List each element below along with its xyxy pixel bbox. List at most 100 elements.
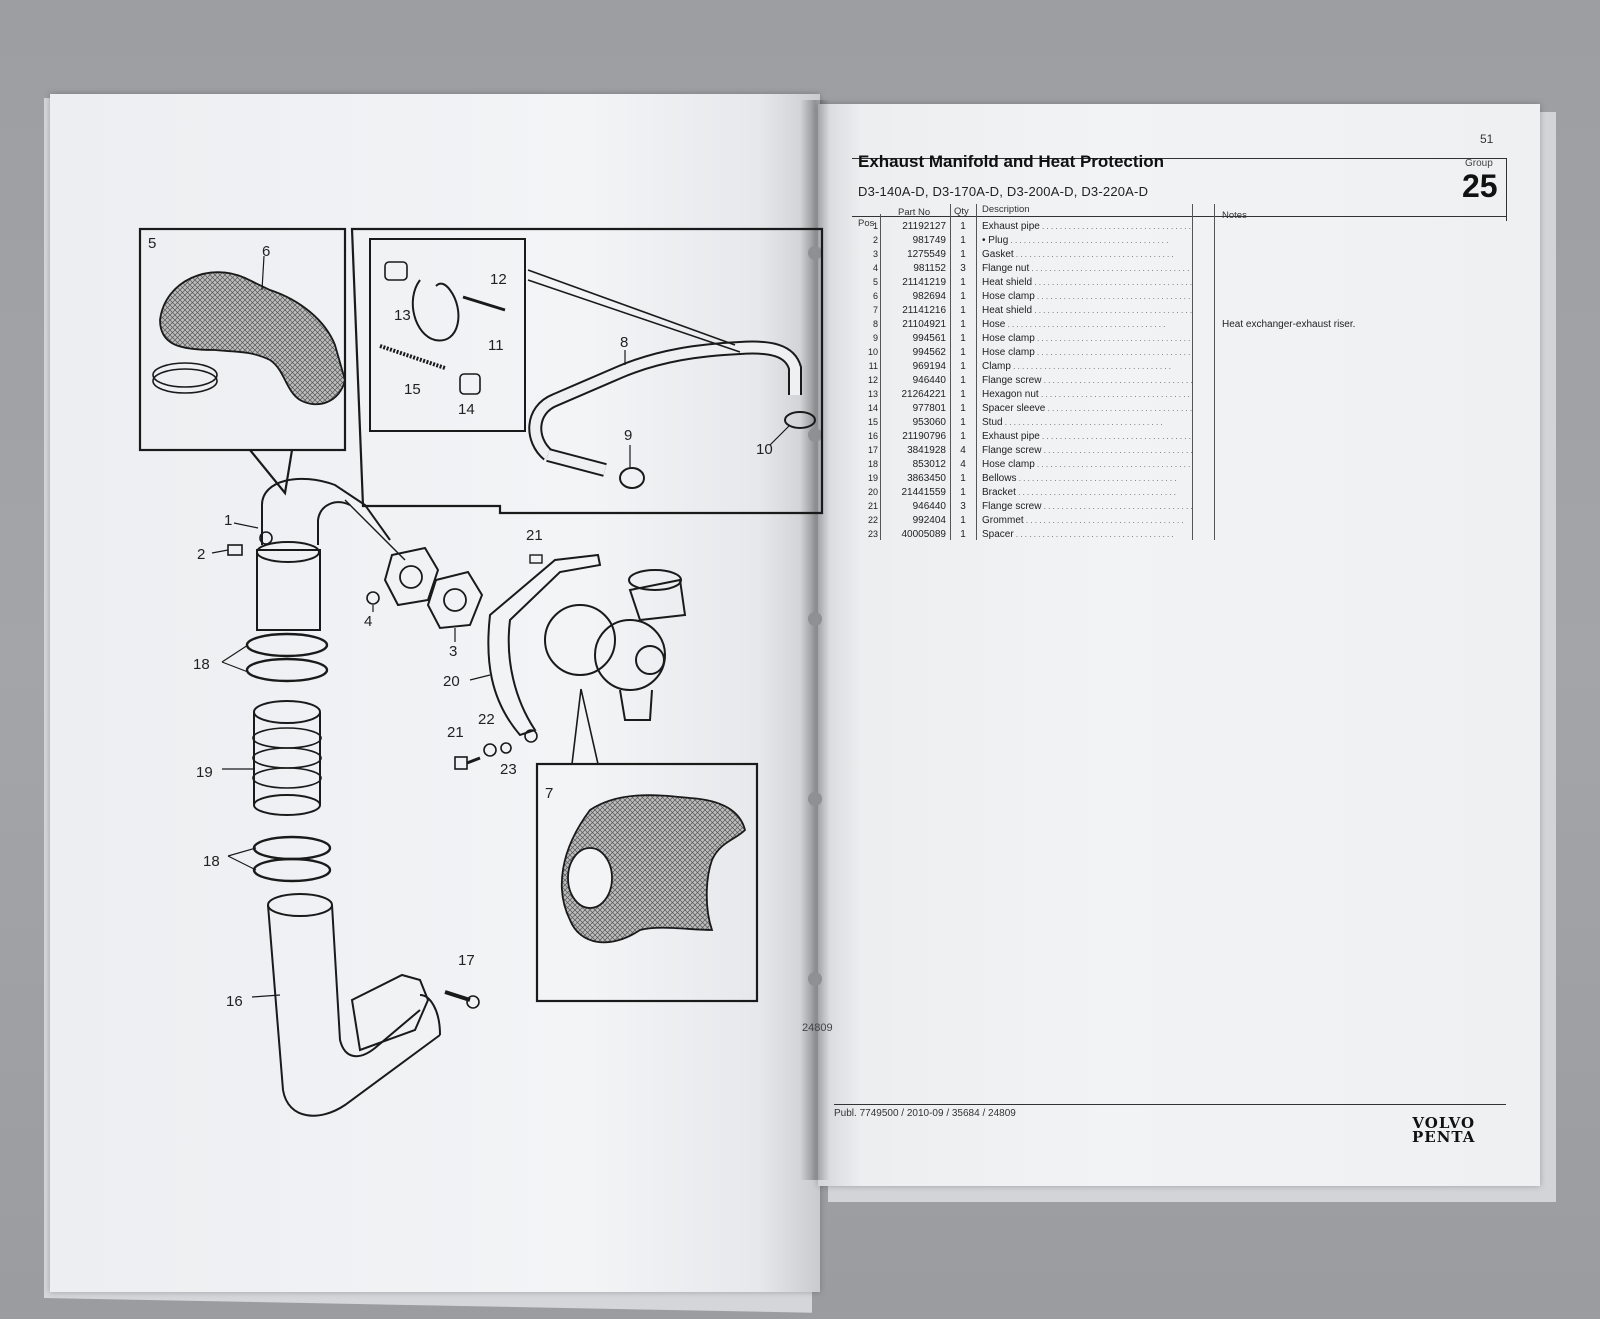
cell-pos: 4 [872,263,878,273]
page-number: 51 [1480,132,1494,146]
column-divider [1214,204,1215,540]
cell-part-no: 21441559 [901,487,947,498]
cell-part-no: 981749 [912,235,946,246]
cell-qty: 4 [960,459,966,470]
figure-id: 24809 [802,1022,833,1034]
svg-text:8: 8 [620,334,628,351]
cell-description: Exhaust pipe [982,221,1192,232]
cell-description: Bellows [982,473,1192,484]
cell-part-no: 3841928 [907,445,946,456]
cell-qty: 1 [960,375,966,386]
cell-qty: 1 [960,305,966,316]
cell-pos: 5 [872,277,878,287]
cell-description: Flange nut [982,263,1192,274]
inset-heat-shield-5 [138,227,347,452]
punch-hole [808,246,822,260]
cell-pos: 7 [872,305,878,315]
cell-pos: 6 [872,291,878,301]
punch-hole [808,428,822,442]
svg-text:23: 23 [500,761,517,778]
cell-description: Stud [982,417,1192,428]
cell-qty: 3 [960,263,966,274]
cell-part-no: 981152 [913,263,946,274]
engine-models: D3-140A-D, D3-170A-D, D3-200A-D, D3-220A… [858,184,1149,199]
svg-text:4: 4 [364,613,372,630]
cell-description: Hexagon nut [982,389,1192,400]
group-number: 25 [1462,168,1498,204]
cell-part-no: 21104921 [902,319,946,330]
cell-qty: 1 [960,319,966,330]
logo-line-2: PENTA [1412,1128,1476,1146]
cell-description: Heat shield [982,277,1192,288]
page-title: Exhaust Manifold and Heat Protection [858,152,1165,171]
punch-hole [808,792,822,806]
cell-description: Flange screw [982,375,1192,386]
cell-qty: 1 [960,431,966,442]
cell-pos: 19 [867,473,878,483]
cell-pos: 3 [872,249,878,259]
svg-text:19: 19 [196,764,213,781]
cell-part-no: 21190796 [902,431,946,442]
cell-pos: 12 [867,375,878,385]
footer-divider [834,1104,1506,1105]
cell-pos: 18 [867,459,878,469]
cell-part-no: 21141216 [902,305,946,316]
svg-text:21: 21 [526,527,543,544]
column-divider [976,204,977,540]
cell-qty: 1 [960,389,966,400]
col-header-notes: Notes [1222,210,1247,221]
cell-part-no: 3863450 [907,473,946,484]
cell-part-no: 1275549 [907,249,946,260]
svg-text:5: 5 [148,235,156,252]
column-divider [880,214,881,540]
cell-description: Hose clamp [982,291,1192,302]
cell-part-no: 40005089 [901,529,947,540]
punch-hole [808,972,822,986]
cell-qty: 1 [960,487,966,498]
svg-text:1: 1 [224,512,232,529]
svg-text:16: 16 [226,993,243,1010]
cell-qty: 1 [960,249,966,260]
inset-clamp-detail [369,238,526,432]
svg-text:18: 18 [203,853,220,870]
column-divider [1192,204,1193,540]
svg-text:21: 21 [447,724,464,741]
svg-text:9: 9 [624,427,632,444]
svg-text:10: 10 [756,441,773,458]
cell-qty: 1 [960,417,966,428]
svg-text:11: 11 [488,337,504,354]
cell-description: Bracket [982,487,1192,498]
cell-pos: 20 [867,487,878,497]
cell-notes: Heat exchanger-exhaust riser. [1222,319,1356,330]
cell-part-no: 21192127 [902,221,946,232]
logo-line-1: VOLVO [1412,1114,1476,1132]
col-header-part-no: Part No [898,207,931,218]
col-header-pos: Pos [858,218,875,229]
cell-description: Gasket [982,249,1192,260]
cell-qty: 1 [960,291,966,302]
cell-description: Hose clamp [982,459,1192,470]
cell-description: • Plug [982,235,1192,246]
cell-part-no: 953060 [912,417,946,428]
cell-part-no: 969194 [912,361,946,372]
svg-text:7: 7 [545,785,553,802]
cell-description: Hose [982,319,1192,330]
cell-qty: 3 [960,501,966,512]
table-header-divider [852,216,1506,217]
cell-pos: 10 [867,347,878,357]
cell-qty: 1 [960,221,966,232]
volvo-penta-logo: VOLVO PENTA [1412,1114,1476,1146]
group-label: Group [1465,158,1493,169]
cell-part-no: 946440 [912,375,946,386]
cell-qty: 1 [960,347,966,358]
svg-text:13: 13 [394,307,411,324]
svg-text:2: 2 [197,546,205,563]
col-header-description: Description [982,204,1030,215]
col-header-qty: Qty [954,206,969,217]
cell-part-no: 994562 [912,347,946,358]
column-divider [950,204,951,540]
punch-hole [808,612,822,626]
cell-pos: 23 [867,529,878,539]
cell-description: Flange screw [982,501,1192,512]
svg-text:22: 22 [478,711,495,728]
